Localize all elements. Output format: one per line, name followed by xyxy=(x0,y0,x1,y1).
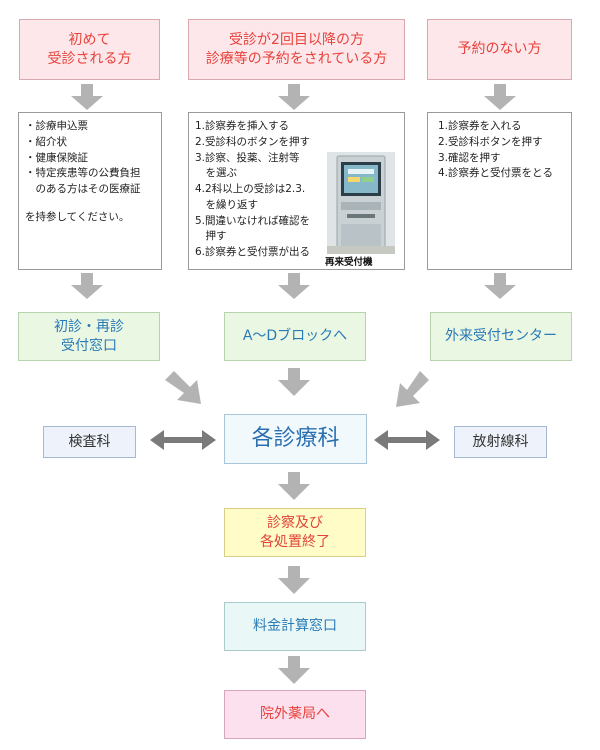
first-visit-list: ・診療申込票 ・紹介状 ・健康保険証 ・特定疾患等の公費負担 のある方はその医療… xyxy=(18,112,162,270)
arrow-down xyxy=(278,566,310,594)
arrow-diagonal-right xyxy=(165,371,201,404)
outpatient-reception-center: 外来受付センター xyxy=(430,312,572,361)
arrow-down xyxy=(484,84,516,110)
radiology-dept: 放射線科 xyxy=(454,426,547,458)
kiosk-label: 再来受付機 xyxy=(325,257,373,268)
external-pharmacy: 院外薬局へ xyxy=(224,690,366,739)
examination-dept: 検査科 xyxy=(43,426,136,458)
reception-kiosk-image xyxy=(327,152,395,254)
arrow-down xyxy=(278,656,310,684)
arrow-down xyxy=(278,472,310,500)
first-visit-box: 初めて受診される方 xyxy=(19,19,160,80)
arrow-down xyxy=(71,84,103,110)
double-arrow-right xyxy=(374,430,440,450)
no-appointment-box: 予約のない方 xyxy=(427,19,572,80)
arrow-down xyxy=(484,273,516,299)
billing-window: 料金計算窓口 xyxy=(224,602,366,651)
arrow-down xyxy=(278,84,310,110)
no-appointment-list: 1.診察券を入れる 2.受診科ボタンを押す 3.確認を押す 4.診察券と受付票を… xyxy=(427,112,572,270)
arrow-down xyxy=(71,273,103,299)
arrow-down xyxy=(278,273,310,299)
double-arrow-left xyxy=(150,430,216,450)
a-d-block: A～Dブロックへ xyxy=(224,312,366,361)
treatment-complete: 診察及び各処置終了 xyxy=(224,508,366,557)
clinical-departments: 各診療科 xyxy=(224,414,367,464)
arrow-down xyxy=(278,368,310,396)
arrow-diagonal-left xyxy=(396,371,429,407)
initial-reception-window: 初診・再診受付窓口 xyxy=(18,312,160,361)
repeat-visit-box: 受診が2回目以降の方診療等の予約をされている方 xyxy=(188,19,405,80)
